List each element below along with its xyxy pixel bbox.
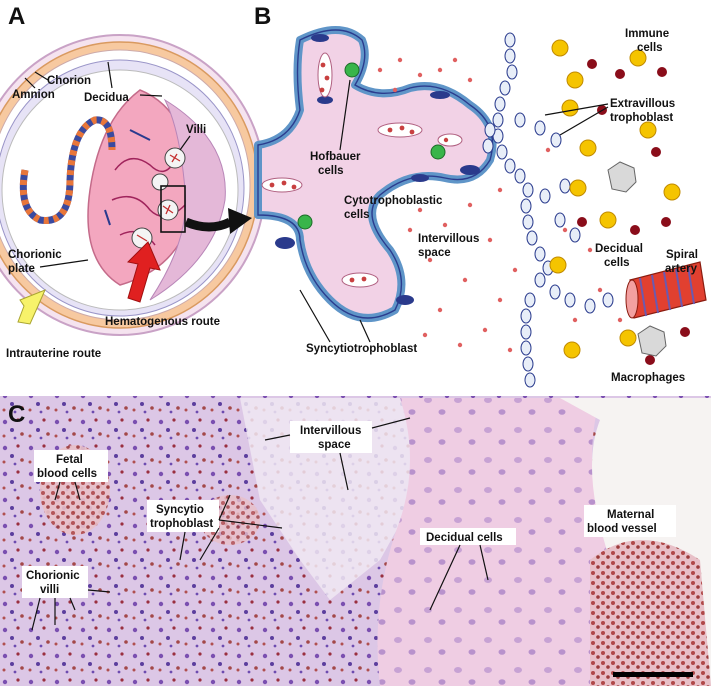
label-syncytio-line1: Syncytio [156,504,204,516]
label-hofbauer-line1: Hofbauer [310,151,361,163]
label-intervillous-line1: Intervillous [418,233,479,245]
villous-tree [254,26,497,322]
label-decidual-cells-line1: Decidual [595,243,643,255]
maternal-rbc-dots [377,57,623,353]
immune-cell-icons [549,39,681,359]
label-intervillous-line2: space [418,247,451,259]
panel-a: A [0,3,266,360]
label-extravillous-line2: trophoblast [610,112,673,124]
label-decidual-cells-line2: cells [604,257,630,269]
label-immune-cells-line1: Immune [625,28,669,40]
label-decidua: Decidua [84,92,129,104]
label-cytotrophoblastic-line1: Cytotrophoblastic [344,195,443,207]
label-macrophages: Macrophages [611,372,685,384]
label-villi: Villi [186,124,206,136]
label-syncytiotrophoblast: Syncytiotrophoblast [306,343,417,355]
hematogenous-arrow [126,241,161,303]
label-cytotrophoblastic-line2: cells [344,209,370,221]
uterus-diagram [0,34,266,336]
scale-bar [613,672,693,677]
label-immune-cells-line2: cells [637,42,663,54]
panel-c-letter: C [8,401,25,428]
label-chorionic-plate-line2: plate [8,263,35,275]
panel-c: C Intervillous space Fetal blood cells S… [0,396,711,686]
panel-a-letter: A [8,3,25,30]
intrauterine-arrow [17,289,46,325]
label-hofbauer-line2: cells [318,165,344,177]
label-maternal-line2: blood vessel [587,523,657,535]
hofbauer-cell-icon [344,62,360,78]
immune-dark-cells [577,59,690,365]
label-chorionic-plate-line1: Chorionic [8,249,62,261]
maternal-blood-vessel-rbcs [590,540,711,686]
label-amnion: Amnion [12,89,55,101]
label-fetal-line1: Fetal [56,454,83,466]
label-fetal-line2: blood cells [37,468,97,480]
hofbauer-cell-icon [430,144,446,160]
zoom-box [160,185,186,233]
label-chorionic-villi-line2: villi [40,584,59,596]
label-syncytio-line2: trophoblast [150,518,213,530]
label-spiral-artery-line2: artery [665,263,698,275]
label-decidual-cells: Decidual cells [426,532,503,544]
label-spiral-artery-line1: Spiral [666,249,698,261]
spiral-artery [625,261,707,319]
extravillous-trophoblast-cells [482,32,614,388]
macrophage-icons [607,161,667,357]
label-maternal-line1: Maternal [607,509,654,521]
label-c-intervillous-line1: Intervillous [300,425,361,437]
label-intrauterine-route: Intrauterine route [6,348,101,360]
label-hematogenous-route: Hematogenous route [105,316,220,328]
label-chorionic-villi-line1: Chorionic [26,570,80,582]
label-c-intervillous-line2: space [318,439,351,451]
hofbauer-cell-icon [297,214,313,230]
label-extravillous-line1: Extravillous [610,98,675,110]
panel-b-letter: B [254,3,271,30]
zoom-arrow [184,217,233,232]
panel-b: B [254,3,707,388]
label-chorion: Chorion [47,75,91,87]
